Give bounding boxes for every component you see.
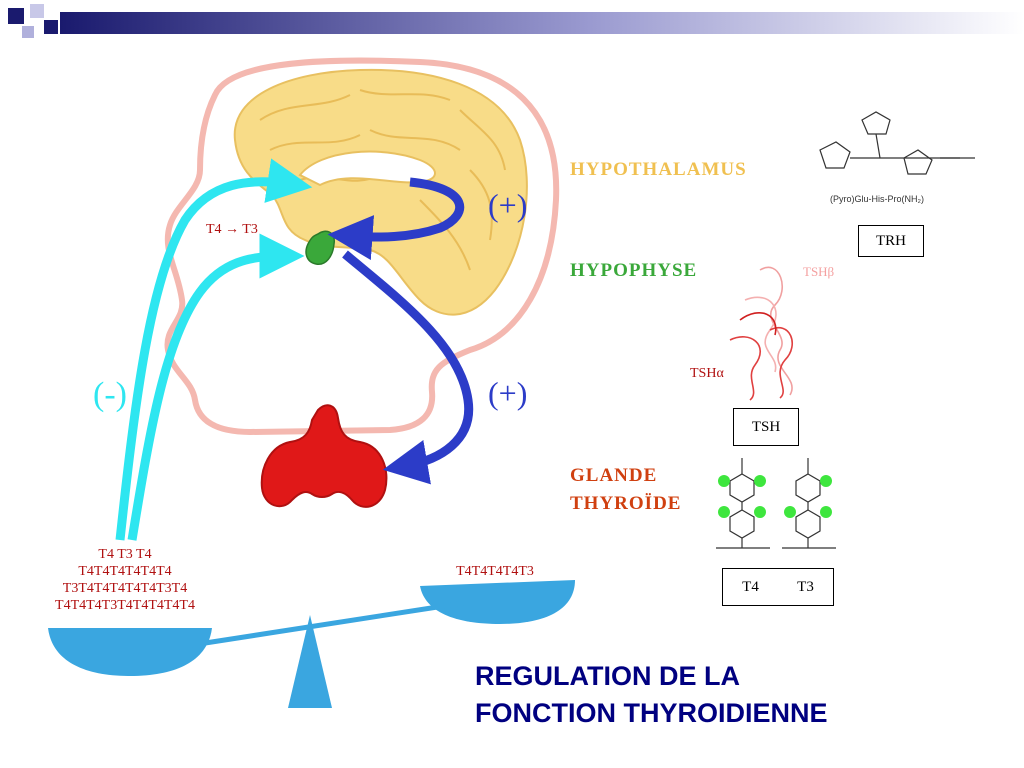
t4-molecule-structure bbox=[716, 458, 770, 549]
slide-title: REGULATION DE LA FONCTION THYROIDIENNE bbox=[475, 658, 995, 732]
label-stimulation-lower: (+) bbox=[488, 375, 527, 411]
stimulation-arrow-lower bbox=[342, 250, 474, 485]
header-square-2 bbox=[30, 4, 44, 18]
balance-beam bbox=[159, 599, 471, 653]
header-gradient bbox=[60, 12, 1024, 34]
label-feedback-negative: (-) bbox=[93, 376, 127, 413]
feedback-arrow-lower bbox=[127, 233, 305, 541]
tsh-box-label: TSH bbox=[751, 418, 781, 435]
label-conversion: T4 → T3 bbox=[206, 222, 258, 237]
stimulation-arrow-upper bbox=[327, 177, 464, 261]
t4-t3-box: T4 T3 bbox=[722, 568, 834, 606]
slide-title-line-2: FONCTION THYROIDIENNE bbox=[475, 698, 828, 728]
header-square-1 bbox=[8, 8, 24, 24]
label-hypophyse: HYPOPHYSE bbox=[570, 260, 697, 281]
thyroid-gland bbox=[260, 404, 388, 508]
trh-molecule-structure bbox=[819, 111, 975, 175]
balance-left-line: T3T4T4T4T4T4T3T4 bbox=[62, 581, 188, 596]
balance-pan-right bbox=[420, 580, 575, 624]
t3-molecule-structure bbox=[782, 458, 836, 549]
balance-left-line: T4 T3 T4 bbox=[98, 547, 152, 562]
balance-right-line: T4T4T4T4T3 bbox=[456, 564, 534, 579]
feedback-arrow-upper bbox=[115, 158, 313, 541]
t4-box-label: T4 bbox=[742, 578, 759, 595]
label-stimulation-upper: (+) bbox=[488, 187, 527, 223]
t4-iodine-atoms bbox=[718, 475, 766, 518]
header-square-3 bbox=[44, 20, 58, 34]
balance-left-line: T4T4T4T3T4T4T4T4T4 bbox=[55, 598, 195, 613]
brain-inner bbox=[298, 150, 436, 187]
balance-fulcrum bbox=[288, 615, 332, 708]
trh-formula: (Pyro)Glu-His-Pro(NH₂) bbox=[830, 194, 924, 204]
brain bbox=[233, 68, 528, 316]
slide-title-line-1: REGULATION DE LA bbox=[475, 661, 740, 691]
balance-pan-left bbox=[48, 628, 212, 676]
t3-iodine-atoms bbox=[784, 475, 832, 518]
label-hypothalamus: HYPOTHALAMUS bbox=[570, 159, 747, 180]
label-thyroide: THYROÏDE bbox=[570, 493, 681, 514]
header-square-4 bbox=[22, 26, 34, 38]
header-bar bbox=[8, 4, 1024, 38]
tsh-protein-structure bbox=[729, 266, 794, 401]
trh-box: TRH bbox=[858, 225, 924, 257]
label-tsh-beta: TSHβ bbox=[803, 264, 835, 279]
balance-right-hormones: T4T4T4T4T3 bbox=[430, 563, 560, 580]
label-tsh-alpha: TSHα bbox=[690, 366, 724, 381]
trh-box-label: TRH bbox=[876, 232, 906, 249]
balance-left-line: T4T4T4T4T4T4 bbox=[78, 564, 172, 579]
balance-left-hormones: T4 T3 T4 T4T4T4T4T4T4 T3T4T4T4T4T4T3T4 T… bbox=[30, 546, 220, 614]
label-glande: GLANDE bbox=[570, 465, 657, 486]
t3-box-label: T3 bbox=[797, 578, 814, 595]
tsh-box: TSH bbox=[733, 408, 799, 446]
head-outline bbox=[164, 57, 560, 436]
